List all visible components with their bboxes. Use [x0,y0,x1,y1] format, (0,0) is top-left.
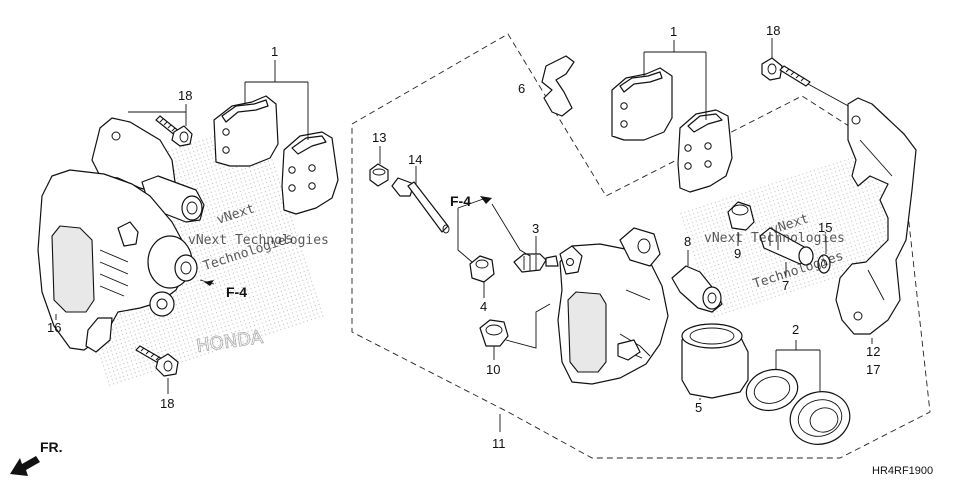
callout-6: 6 [518,81,525,96]
front-marker-label: FR. [40,439,63,455]
ref-f4-center: F-4 [450,193,471,209]
callout-14: 14 [408,152,422,167]
left-bleeder-valve [117,221,139,247]
leader-bolt-to-bracket [807,83,853,109]
bleeder-cap-4-top [475,259,489,269]
boot-9 [727,201,755,231]
callout-2: 2 [792,322,799,337]
callout-16: 16 [47,320,61,335]
caliper-upper-boss-hole [637,238,651,254]
bracket-upper-hole [851,115,861,125]
brake-pads-right [611,67,733,193]
callout-9: 9 [734,246,741,261]
callout-3: 3 [532,221,539,236]
boot-10 [479,319,509,347]
ref-f4-left: F-4 [226,284,247,300]
leader-1-right [643,40,707,120]
callout-17: 17 [866,362,880,377]
leader-18-top-left [128,104,187,126]
front-arrow-icon [10,456,40,476]
leader-10-to-body [505,303,551,349]
bleeder-valve-3 [513,253,559,273]
bracket-lower-hole [853,311,863,321]
callout-13: 13 [372,130,386,145]
watermark-left-stamp: vNext Technologies [188,233,329,248]
slide-pin-7 [759,227,814,266]
ring-15 [817,254,831,274]
leader-2 [775,340,821,392]
left-piston-boss-inner [174,254,198,282]
bolt-18-top-left [155,115,193,147]
diagram-code: HR4RF1900 [872,465,933,477]
callout-10: 10 [486,362,500,377]
left-bracket-bolt-hole [111,131,121,141]
piston-5 [681,323,749,399]
left-slide-pin-end [181,195,203,221]
leader-f4-bracket [457,197,531,263]
cap-13-top [372,168,386,176]
slide-pin-8 [671,265,723,313]
left-piston-boss-core [180,261,192,275]
leader-1-left [244,60,309,140]
callout-11: 11 [492,436,506,451]
watermark-center-stamp: vNext Technologies [704,231,845,246]
left-caliper-pad-face [51,225,95,313]
brake-pads-left [213,95,339,215]
bracket-edge-lines [859,139,893,301]
left-caliper-tail [85,317,113,353]
callout-18-bottom-left: 18 [160,396,174,411]
bolt-18-top-right [761,57,811,87]
caliper-left-ear-hole [566,258,574,266]
assembly-11-dashed-border [351,33,931,459]
caliper-bracket-12-17 [835,97,917,335]
callout-18-top-left: 18 [178,88,192,103]
caliper-lower-tab [617,339,641,361]
piston-seals-2 [745,368,851,445]
watermark-dot-field-center [677,151,903,319]
left-lower-mount-hole [156,298,168,310]
caliper-pad-recess [567,291,607,373]
callout-5: 5 [695,400,702,415]
callout-4: 4 [480,299,487,314]
callout-8: 8 [684,234,691,249]
slide-pin-14 [391,177,450,234]
left-slide-pin-end-inner [186,201,198,215]
callout-1-left: 1 [271,44,278,59]
f4-arrow-center [480,196,492,204]
callout-18-top-right: 18 [766,23,780,38]
bolt-18-bottom-left [135,345,179,377]
boot-10-rim [485,324,503,336]
left-caliper-ribs [99,249,129,297]
callout-15: 15 [818,220,832,235]
callout-12: 12 [866,344,880,359]
pad-spring-6 [541,55,575,117]
ring-15-inner [821,259,827,269]
callout-7: 7 [782,278,789,293]
callout-1-right: 1 [670,24,677,39]
